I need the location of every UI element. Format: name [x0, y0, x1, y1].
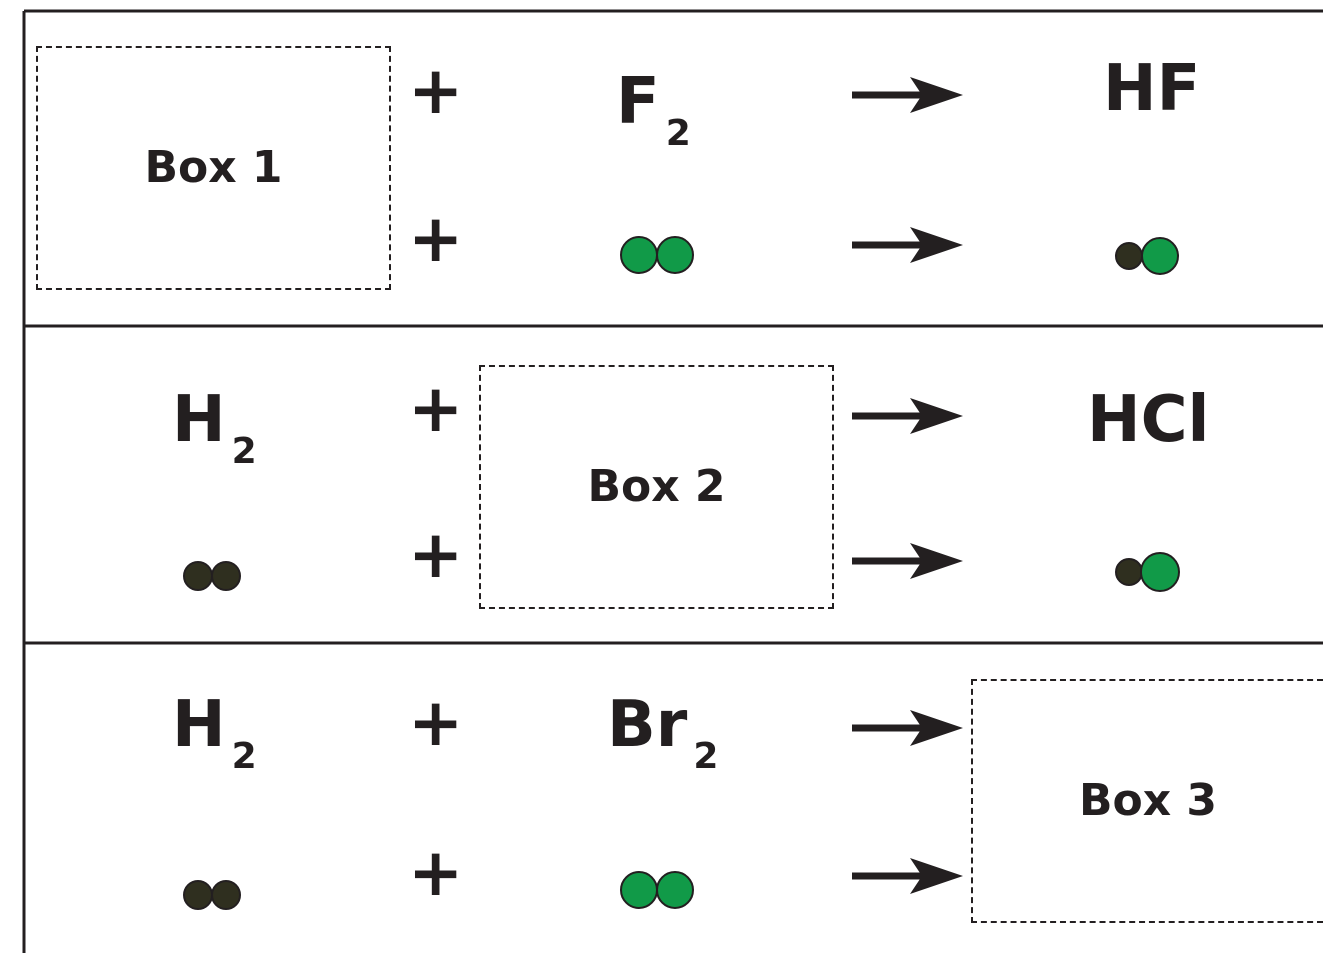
plus-sign-formula-row-2: +	[408, 370, 464, 447]
box-1-label: Box 1	[144, 142, 283, 193]
arrow-icon-model-row-3	[852, 858, 963, 894]
box-3-label: Box 3	[1078, 775, 1218, 826]
arrow-icon-formula-row-2	[852, 398, 963, 434]
plus-sign-formula-row-1: +	[408, 52, 464, 129]
arrow-icon-formula-row-3	[852, 710, 963, 746]
hcl-formula: HCl	[1087, 383, 1210, 457]
plus-sign-formula-row-3: +	[408, 684, 464, 761]
hf-formula: HF	[1103, 52, 1201, 126]
hydrogen-molecule-icon-row-2	[183, 561, 241, 591]
bromine-molecule-icon	[620, 871, 694, 909]
plus-sign-model-row-3: +	[408, 834, 464, 911]
hydrogen-molecule-icon-row-3	[183, 880, 241, 910]
arrow-icon-model-row-1	[852, 227, 963, 263]
hf-molecule-icon	[1115, 237, 1179, 275]
plus-sign-model-row-1: +	[408, 200, 464, 277]
arrow-icon-formula-row-1	[852, 77, 963, 113]
answer-box-1[interactable]: Box 1	[36, 46, 391, 290]
hcl-molecule-icon	[1115, 552, 1180, 592]
arrow-icon-model-row-2	[852, 543, 963, 579]
answer-box-2[interactable]: Box 2	[479, 365, 834, 609]
answer-box-3[interactable]: Box 3	[971, 679, 1323, 923]
box-2-label: Box 2	[587, 461, 726, 512]
fluorine-molecule-icon	[620, 236, 694, 274]
plus-sign-model-row-2: +	[408, 516, 464, 593]
